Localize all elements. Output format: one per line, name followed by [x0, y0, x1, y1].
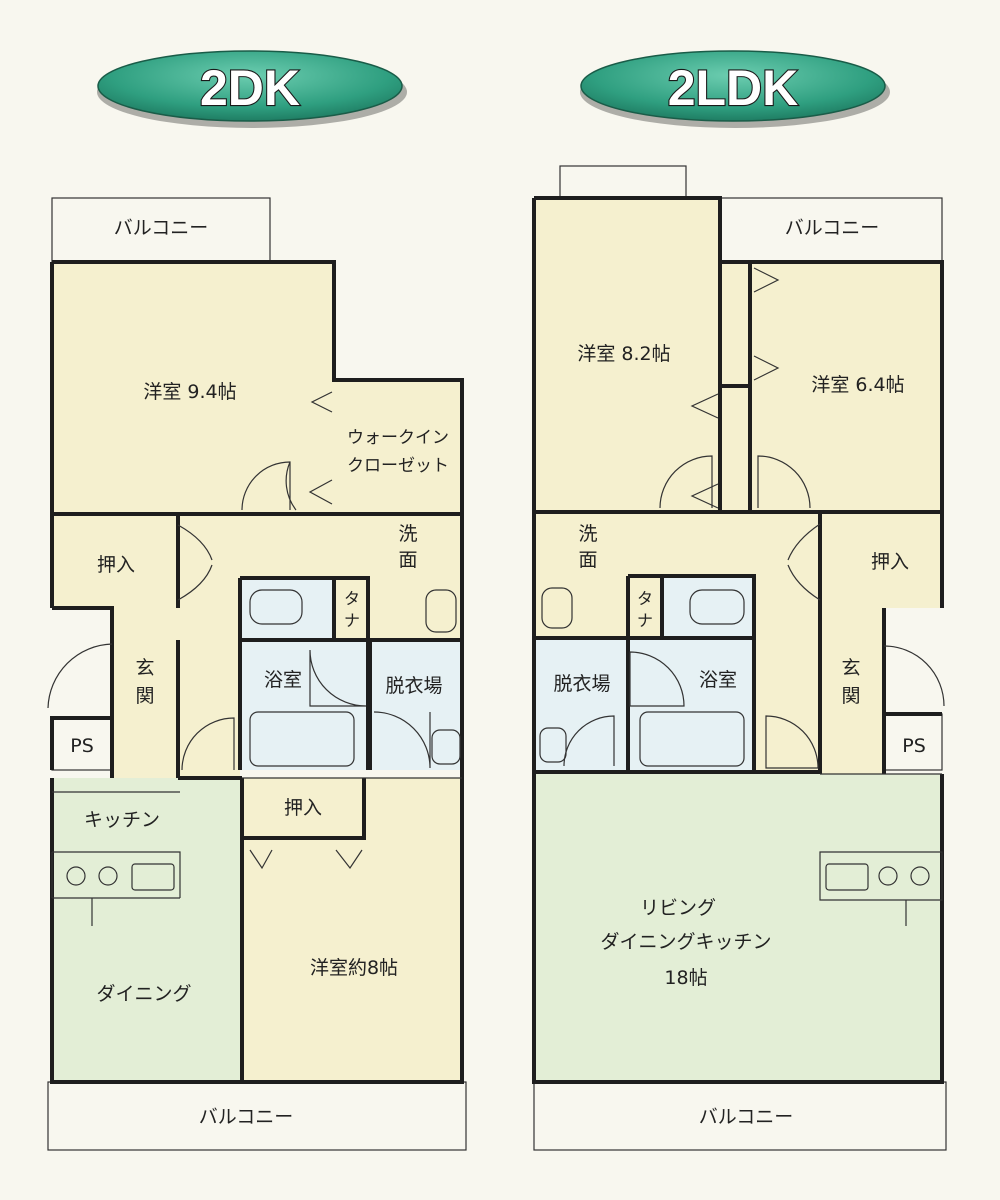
label-washbasin-2: 面 [398, 549, 417, 571]
label-entrance-2: 関 [841, 685, 860, 707]
label-room-western-8-2: 洋室 8.2帖 [577, 343, 670, 365]
plan-title-2ldk: 2LDK [668, 60, 799, 116]
label-dining: ダイニング [96, 983, 191, 1005]
label-room-western-9-4: 洋室 9.4帖 [143, 381, 236, 403]
label-ps: PS [902, 735, 926, 757]
title-badge-2ldk: 2LDK [580, 50, 890, 128]
label-shelf-1: タ [637, 589, 653, 608]
dressing-room [370, 640, 462, 770]
label-room-western-8: 洋室約8帖 [310, 957, 398, 979]
shelf [334, 578, 368, 640]
label-walk-in-closet-1: ウォークイン [347, 428, 449, 448]
label-balcony-bottom: バルコニー [199, 1106, 294, 1128]
closet-left [52, 514, 178, 608]
label-ldk-2: ダイニングキッチン [600, 931, 771, 953]
kitchen-dining [52, 778, 242, 1082]
label-bathroom: 浴室 [699, 669, 737, 691]
label-ps: PS [70, 735, 94, 757]
title-badge-2dk: 2DK [97, 50, 407, 128]
toilet [662, 576, 754, 638]
bathroom [240, 640, 370, 770]
label-closet-right: 押入 [871, 551, 909, 573]
label-shelf-2: ナ [637, 611, 653, 630]
label-entrance-1: 玄 [841, 657, 860, 679]
label-bathroom: 浴室 [264, 669, 302, 691]
label-closet-middle: 押入 [284, 797, 322, 819]
label-washbasin-1: 洗 [578, 523, 597, 545]
label-balcony-top: バルコニー [785, 217, 880, 239]
closet-right [820, 512, 942, 608]
label-shelf-2: ナ [344, 611, 360, 630]
room-western-8-2 [534, 198, 720, 512]
bay-window [559, 165, 687, 199]
label-dressing-room: 脱衣場 [385, 675, 442, 697]
label-dressing-room: 脱衣場 [553, 673, 610, 695]
closet-middle [242, 778, 364, 838]
label-room-western-6-4: 洋室 6.4帖 [811, 374, 904, 396]
hall-lower [178, 640, 240, 778]
label-walk-in-closet-2: クローゼット [347, 456, 449, 476]
walk-in-closet [334, 380, 462, 514]
label-ldk-3: 18帖 [664, 967, 707, 989]
label-entrance-2: 関 [135, 685, 154, 707]
label-balcony-bottom: バルコニー [699, 1106, 794, 1128]
label-closet-left: 押入 [97, 554, 135, 576]
label-ldk-1: リビング [640, 897, 716, 919]
toilet [240, 578, 334, 640]
label-washbasin-1: 洗 [398, 523, 417, 545]
label-kitchen: キッチン [84, 809, 160, 831]
hall-lower [754, 638, 820, 774]
label-entrance-1: 玄 [135, 657, 154, 679]
entrance [820, 608, 884, 774]
dressing-room [534, 638, 628, 772]
entrance [112, 608, 178, 778]
ldk [534, 774, 942, 1082]
label-balcony-top: バルコニー [114, 217, 209, 239]
plan-2dk: バルコニー 洋室 9.4帖 ウォークイン クローゼット 押入 洗 面 タ ナ 玄… [47, 197, 467, 1151]
plan-2ldk: バルコニー 洋室 8.2帖 洋室 6.4帖 洗 面 タ ナ 押入 脱衣場 浴室 … [532, 165, 947, 1151]
plan-title-2dk: 2DK [200, 60, 300, 116]
label-shelf-1: タ [344, 589, 360, 608]
room-western-6-4 [750, 262, 942, 512]
label-washbasin-2: 面 [578, 549, 597, 571]
shelf [628, 576, 662, 638]
bathroom [628, 638, 754, 772]
